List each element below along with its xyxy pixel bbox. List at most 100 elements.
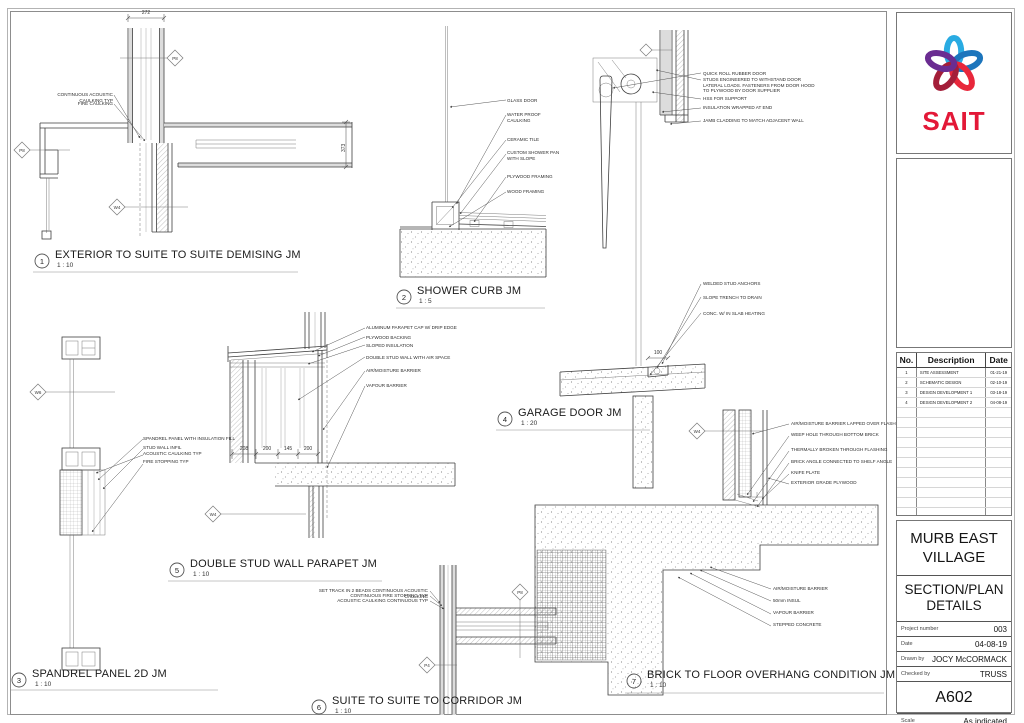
revision-cell-date xyxy=(985,417,1011,428)
revision-cell-date xyxy=(985,467,1011,478)
revision-cell-date xyxy=(985,407,1011,418)
field-label: Date xyxy=(901,641,913,648)
detail-number: 7 xyxy=(631,677,637,686)
field-label: Checked by xyxy=(901,671,931,678)
detail-number: 6 xyxy=(316,703,322,712)
annotation: WATER PROOF CAULKING xyxy=(507,112,541,123)
annotation: CERAMIC TILE xyxy=(507,137,540,142)
field-value: TRUSS xyxy=(979,669,1007,679)
annotation: 50mm INSUL xyxy=(773,598,801,603)
annotation: VAPOUR BARRIER xyxy=(773,610,814,615)
detail-title: SPANDREL PANEL 2D JM xyxy=(32,668,167,680)
field-value: 003 xyxy=(993,624,1007,634)
detail-4-linework xyxy=(496,30,706,489)
dimension-label: 373 xyxy=(341,143,347,152)
revision-cell-no xyxy=(897,417,917,428)
ref-tag-label: P8 xyxy=(19,148,25,153)
detail-1-linework xyxy=(13,14,353,273)
detail-scale: 1 : 10 xyxy=(57,262,74,269)
sait-wordmark: SAIT xyxy=(922,105,986,136)
dimension-label: 100 xyxy=(653,350,663,356)
detail-number: 3 xyxy=(16,676,22,685)
annotation: WOOD FRAMING xyxy=(507,189,545,194)
ref-tag-label: P4 xyxy=(424,663,430,668)
annotation: AIR/MOISTURE BARRIER xyxy=(366,368,421,373)
revision-cell-no xyxy=(897,407,917,418)
revision-cell-date: 02-10-19 xyxy=(985,377,1011,388)
field-checked-by: Checked by TRUSS xyxy=(897,666,1011,681)
annotation: GLASS DOOR xyxy=(507,98,538,103)
revision-cell-no: 1 xyxy=(897,367,917,378)
annotation: STUD WALL INFIL xyxy=(143,445,182,450)
annotation: AIR/MOISTURE BARRIER LAPPED OVER FLASHIN… xyxy=(791,421,904,426)
ref-tag-label: W4 xyxy=(693,429,701,434)
revision-col-date: Date xyxy=(985,353,1011,368)
revision-header-row: No. Description Date xyxy=(897,353,1011,368)
revision-cell-date: 01-21-19 xyxy=(985,367,1011,378)
annotation: ACOUSTIC CAULKING TYP xyxy=(143,451,202,456)
dimension-label: 200 xyxy=(262,446,272,452)
detail-5-linework xyxy=(168,312,456,582)
revision-row xyxy=(897,407,1011,418)
annotation: CONTINUOUS FIRE STOPPING TYP xyxy=(350,593,428,598)
revision-cell-no xyxy=(897,447,917,458)
revision-row xyxy=(897,417,1011,428)
ref-tag-label: W4 xyxy=(209,512,217,517)
annotation: THERMALLY BROKEN THROUGH FLASHING xyxy=(791,447,888,452)
sait-logo-icon xyxy=(924,34,984,91)
field-label: Project number xyxy=(901,626,939,633)
titleblock-spare-box xyxy=(896,158,1012,348)
sheet-number: A602 xyxy=(897,681,1011,713)
dimension-label: 208 xyxy=(239,446,249,452)
annotation: ALUMINUM PARAPET CAP W/ DRIP EDGE xyxy=(366,325,457,330)
revision-cell-description: SITE ASSESSMENT xyxy=(916,367,987,378)
revision-cell-date xyxy=(985,437,1011,448)
detail-scale: 1 : 10 xyxy=(650,682,667,689)
revision-row xyxy=(897,477,1011,488)
revision-cell-description xyxy=(916,407,987,418)
revision-row xyxy=(897,427,1011,438)
annotation: KNIFE PLATE xyxy=(791,470,821,475)
revision-cell-date xyxy=(985,487,1011,498)
detail-title: DOUBLE STUD WALL PARAPET JM xyxy=(190,558,377,570)
revision-cell-description xyxy=(916,487,987,498)
detail-title: EXTERIOR TO SUITE TO SUITE DEMISING JM xyxy=(55,249,301,261)
revision-col-description: Description xyxy=(916,353,987,368)
annotation: SET TRACK IN 2 BEADS CONTINUOUS ACOUSTIC… xyxy=(318,588,428,599)
revision-cell-description xyxy=(916,477,987,488)
revision-cell-description xyxy=(916,467,987,478)
titleblock-logo-box: SAIT xyxy=(896,12,1012,154)
annotation: ACOUSTIC CAULKING CONTINUOUS TYP xyxy=(337,598,428,603)
detail-title: SUITE TO SUITE TO CORRIDOR JM xyxy=(332,695,523,707)
revision-cell-description: DESIGN DEVELOPMENT 1 xyxy=(916,387,987,398)
dimension-label: 272 xyxy=(141,10,151,16)
sheet-title: SECTION/PLAN DETAILS xyxy=(897,574,1011,622)
detail-title: GARAGE DOOR JM xyxy=(518,407,622,419)
annotation: CONC. W/ IN SLAB HEATING xyxy=(703,311,765,316)
annotation: PLYWOOD BACKING xyxy=(366,335,412,340)
revision-cell-date xyxy=(985,477,1011,488)
detail-title: SHOWER CURB JM xyxy=(417,285,522,297)
revision-cell-no xyxy=(897,477,917,488)
revision-cell-no xyxy=(897,427,917,438)
annotation: QUICK ROLL RUBBER DOOR xyxy=(703,71,767,76)
annotation: SLOPE TRENCH TO DRAIN xyxy=(703,295,762,300)
annotation: BRICK ANGLE CONNECTED TO SHELF ANGLE xyxy=(791,459,893,464)
revision-cell-date xyxy=(985,497,1011,508)
field-drawn-by: Drawn by JOCY McCORMACK xyxy=(897,651,1011,666)
revision-row xyxy=(897,437,1011,448)
revision-col-no: No. xyxy=(897,353,917,368)
field-value: As indicated xyxy=(963,716,1007,723)
ref-tag-label: P8 xyxy=(172,56,178,61)
field-date: Date 04-08-19 xyxy=(897,636,1011,651)
project-name: MURB EAST VILLAGE xyxy=(910,530,998,566)
field-value: 04-08-19 xyxy=(974,639,1007,649)
ref-tag-label: P8 xyxy=(517,590,523,595)
detail-number: 1 xyxy=(39,257,45,266)
